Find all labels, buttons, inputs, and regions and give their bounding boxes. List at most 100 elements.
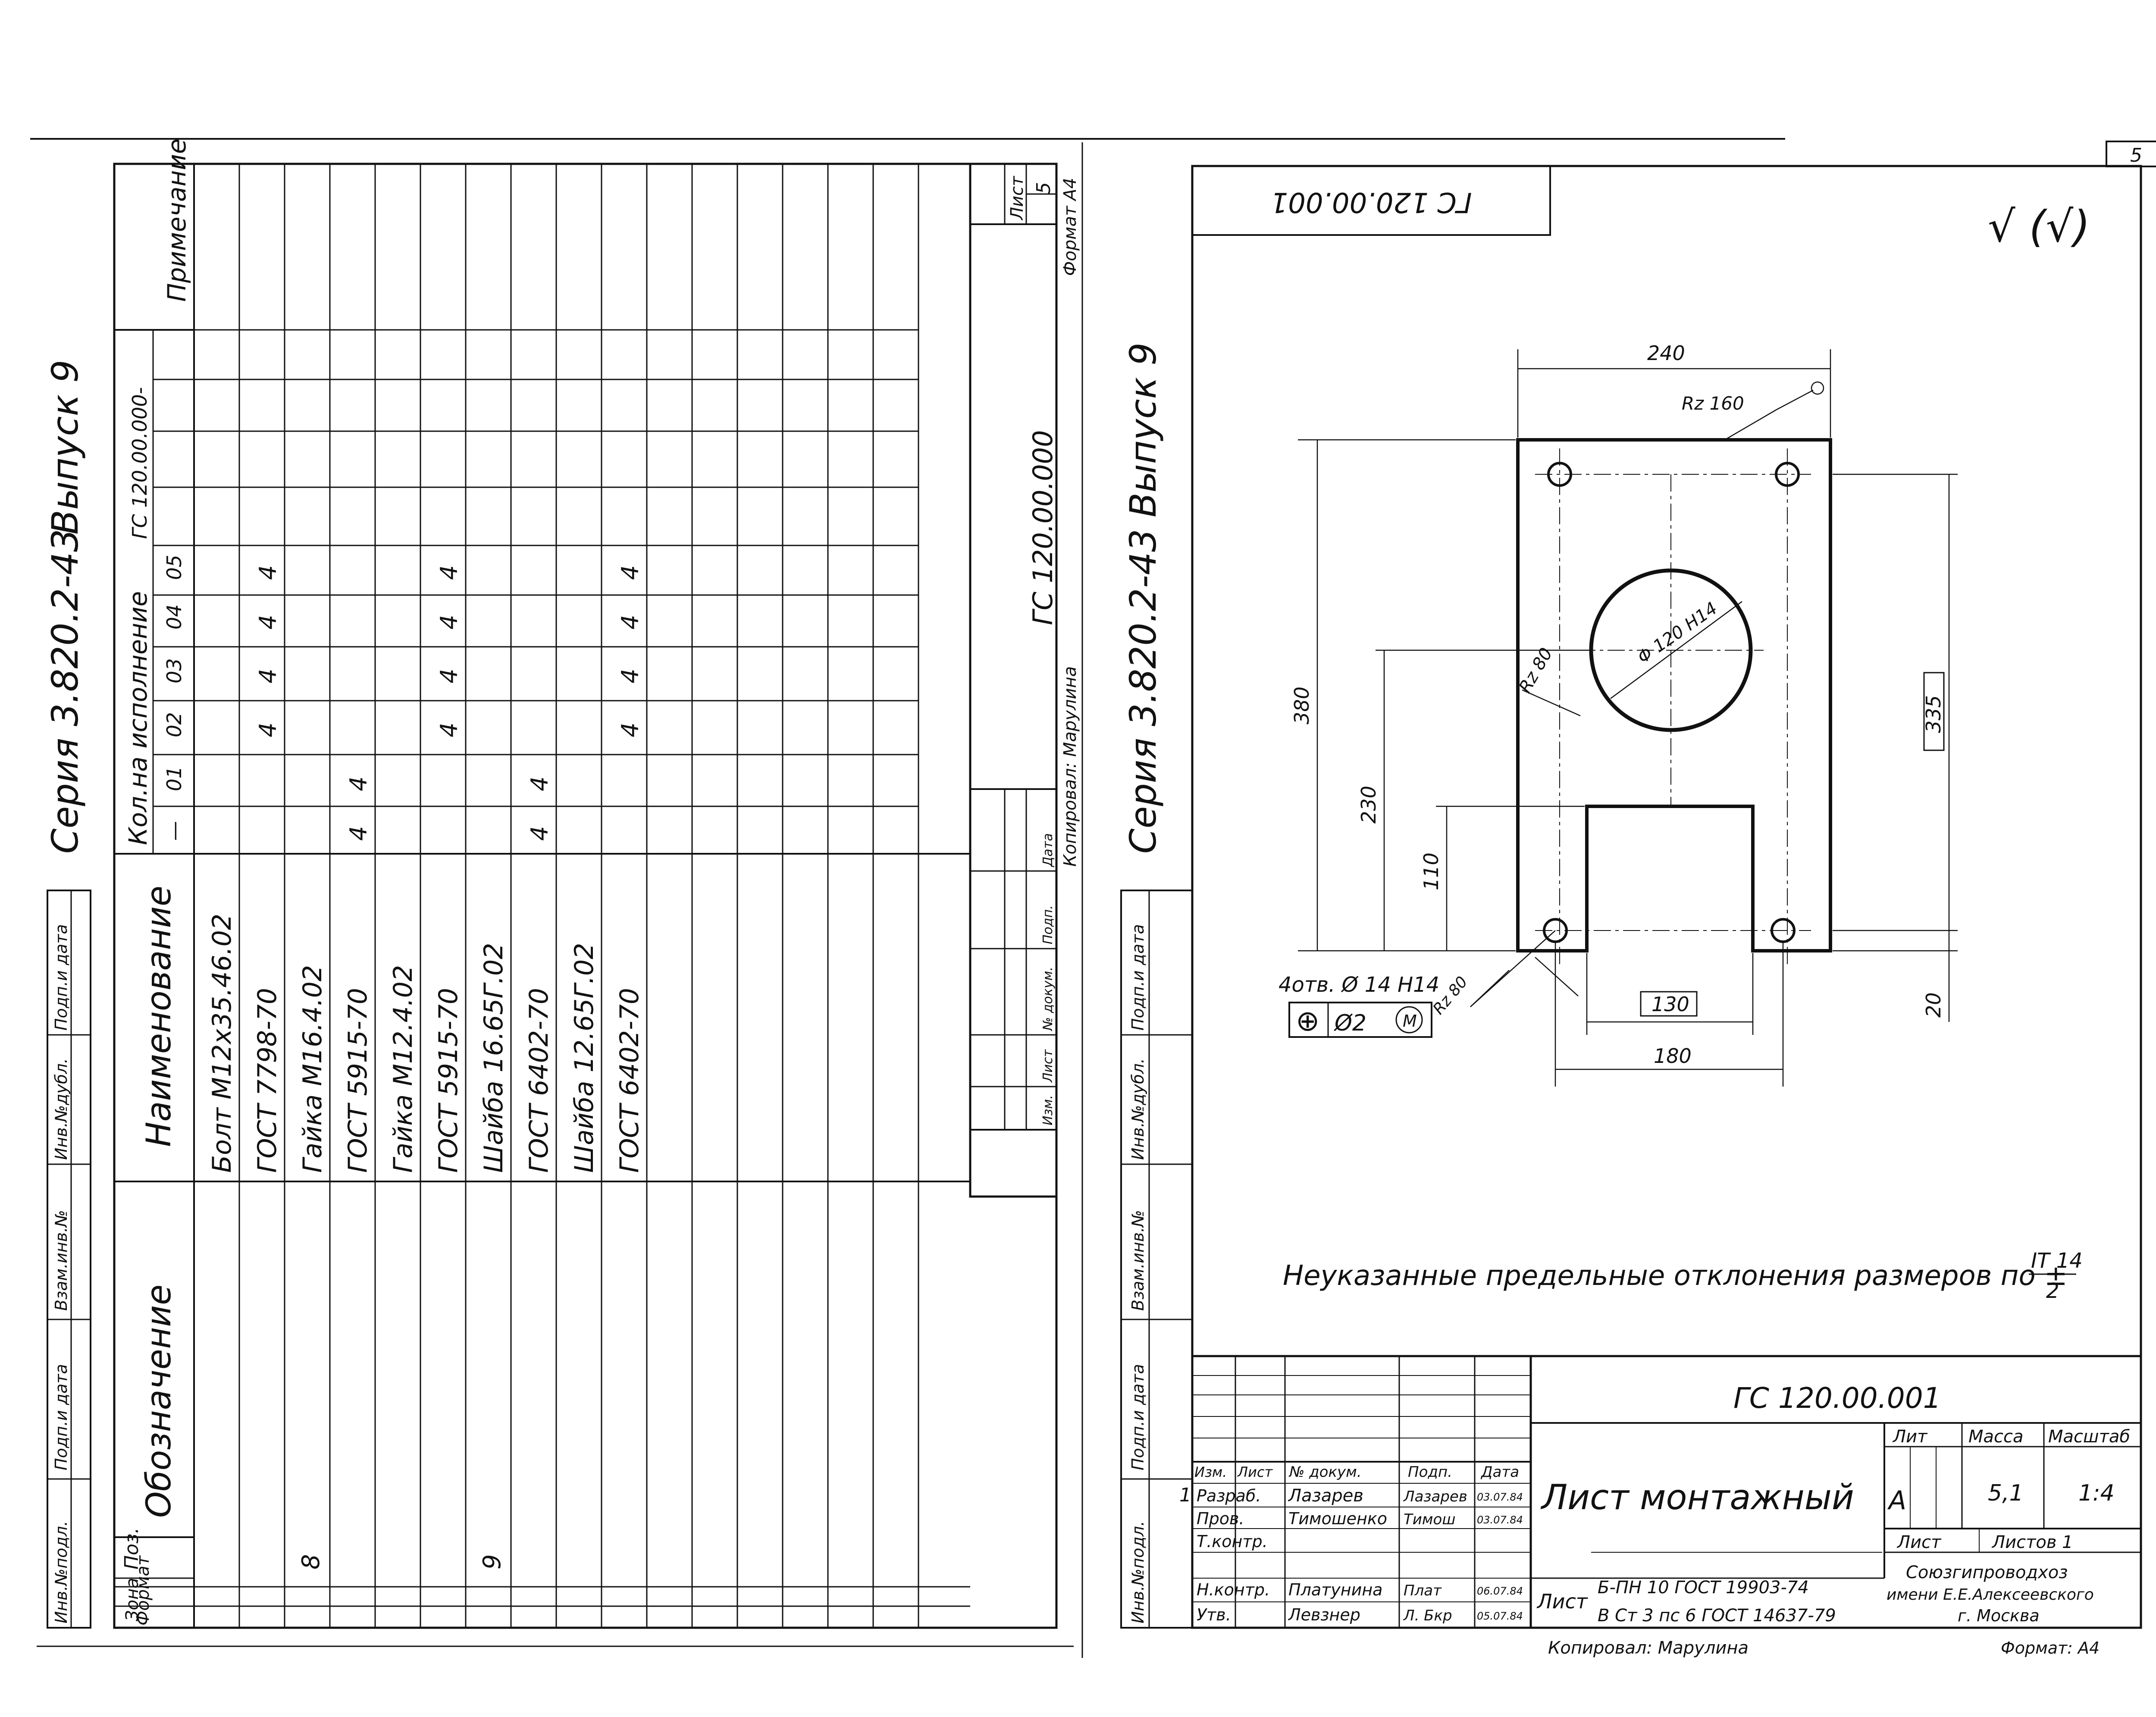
svg-text:Лит: Лит <box>1892 1427 1928 1447</box>
part-outline <box>1516 438 1832 966</box>
svg-text:Подп.: Подп. <box>1040 905 1056 944</box>
hdr-format: Формат <box>133 1555 153 1626</box>
tolerance-fraction: IT 14 2 <box>2029 1249 2083 1303</box>
left-sheet: Серия 3.820.2-43 Выпуск 9 Инв.№подл. Под… <box>44 138 1080 1629</box>
svg-text:Инв.№дубл.: Инв.№дубл. <box>52 1058 71 1160</box>
svg-text:Союзгипроводхоз: Союзгипроводхоз <box>1906 1563 2068 1582</box>
svg-text:M: M <box>1403 1012 1417 1031</box>
svg-text:Б-ПН 10 ГОСТ 19903-74: Б-ПН 10 ГОСТ 19903-74 <box>1598 1578 1809 1598</box>
row-name: Болт М12х35.46.02 <box>207 914 237 1173</box>
holes-note: 4отв. Ø 14 H14 <box>1279 973 1439 997</box>
svg-text:1: 1 <box>1179 1484 1191 1506</box>
svg-text:Инв.№подл.: Инв.№подл. <box>1128 1521 1147 1623</box>
row-name: Гайка М16.4.02 <box>298 965 328 1173</box>
svg-text:Лист: Лист <box>1536 1590 1588 1613</box>
svg-text:Подп.и дата: Подп.и дата <box>52 1364 71 1470</box>
dim-180: 180 <box>1654 1044 1692 1068</box>
title-text: Лист монтажный <box>1540 1477 1854 1517</box>
svg-text:Инв.№подл.: Инв.№подл. <box>52 1521 71 1623</box>
svg-text:Утв.: Утв. <box>1197 1605 1231 1624</box>
hdr-position: Поз. <box>121 1528 143 1570</box>
dimensions <box>1298 349 1958 1087</box>
svg-text:Изм.: Изм. <box>1194 1464 1227 1480</box>
svg-text:Масса: Масса <box>1968 1427 2024 1447</box>
dim-rz-hole: Rz 80 <box>1515 645 1557 696</box>
row-name: Шайба 16.65Г.02 <box>479 943 509 1173</box>
spec-frame <box>113 163 1058 1629</box>
right-frame <box>1191 165 2142 1629</box>
svg-text:05.07.84: 05.07.84 <box>1477 1610 1523 1622</box>
dim-240: 240 <box>1647 342 1685 365</box>
svg-text:⊕: ⊕ <box>1296 1004 1319 1037</box>
svg-text:Ø2: Ø2 <box>1334 1010 1366 1036</box>
svg-text:Взам.инв.№: Взам.инв.№ <box>52 1210 71 1311</box>
svg-text:№ докум.: № докум. <box>1288 1463 1362 1481</box>
svg-text:Подп.и дата: Подп.и дата <box>52 924 71 1031</box>
svg-text:5,1: 5,1 <box>1988 1480 2024 1506</box>
left-stamp: ГС 120.00.000 Лист 5 Изм. Лист № докум. … <box>969 163 1059 1198</box>
dim-hole-dia: Φ 120 H14 <box>1634 598 1721 668</box>
hdr-qty-base: ГС 120.00.000- <box>128 387 151 539</box>
hdr-designation: Обозначение <box>140 1285 179 1518</box>
row-name: ГОСТ 7798-70 <box>252 988 282 1173</box>
row-pos: 9 <box>478 1554 506 1570</box>
svg-text:4: 4 <box>254 615 282 630</box>
top-code-box: ГС 120.00.001 <box>1191 165 1551 236</box>
right-side-labels: Инв.№подл. Подп.и дата Взам.инв.№ Инв.№д… <box>1120 890 1193 1629</box>
right-format: Формат: А4 <box>2001 1639 2100 1657</box>
right-copied: Копировал: Марулина <box>1548 1638 1749 1658</box>
hdr-qty-group: Кол.на исполнение <box>123 591 153 845</box>
svg-text:Дата: Дата <box>1040 833 1056 868</box>
title-block: Изм. Лист № докум. Подп. Дата Разраб. Ла… <box>1179 1355 2142 1629</box>
dim-110: 110 <box>1420 852 1443 890</box>
sheet-number-box: 5 <box>2106 141 2156 167</box>
dim-rz-top: Rz 160 <box>1682 393 1744 414</box>
svg-text:01: 01 <box>163 766 186 791</box>
svg-text:4: 4 <box>526 826 553 841</box>
svg-text:4: 4 <box>436 669 463 683</box>
svg-text:5: 5 <box>2130 144 2142 166</box>
svg-text:04: 04 <box>163 604 186 630</box>
svg-text:4: 4 <box>617 669 644 683</box>
hdr-name: Наименование <box>140 886 179 1147</box>
row-name: ГОСТ 6402-70 <box>524 988 554 1173</box>
svg-text:1:4: 1:4 <box>2078 1480 2115 1506</box>
svg-text:Н.контр.: Н.контр. <box>1197 1580 1270 1599</box>
svg-text:Лазарев: Лазарев <box>1403 1488 1467 1505</box>
svg-text:Изм.: Изм. <box>1040 1095 1056 1125</box>
svg-text:Подп.и дата: Подп.и дата <box>1128 1364 1147 1470</box>
svg-text:ГС 120.00.001: ГС 120.00.001 <box>1270 186 1472 218</box>
dim-130: 130 <box>1640 991 1698 1017</box>
svg-text:Лист: Лист <box>1007 175 1027 221</box>
svg-text:Разраб.: Разраб. <box>1197 1486 1261 1505</box>
hdr-zone: Зона <box>122 1578 142 1621</box>
svg-text:Платунина: Платунина <box>1288 1580 1382 1599</box>
right-issue: Выпуск 9 <box>1122 342 1164 517</box>
svg-text:Т.контр.: Т.контр. <box>1197 1532 1268 1551</box>
row-name: ГОСТ 5915-70 <box>343 988 373 1173</box>
right-series-title: Серия 3.820.2-43 <box>1122 529 1164 854</box>
svg-text:4: 4 <box>254 723 282 737</box>
svg-text:4: 4 <box>254 565 282 580</box>
svg-text:03.07.84: 03.07.84 <box>1477 1514 1523 1526</box>
svg-text:имени Е.Е.Алексеевского: имени Е.Е.Алексеевского <box>1887 1586 2094 1604</box>
spec-rows: Болт М12х35.46.02 ГОСТ 7798-70 Гайка М16… <box>207 565 645 1570</box>
svg-text:4: 4 <box>617 723 644 737</box>
svg-text:4: 4 <box>436 615 463 630</box>
svg-text:02: 02 <box>163 712 186 737</box>
svg-text:4: 4 <box>526 777 553 791</box>
right-sheet: Серия 3.820.2-43 Выпуск 9 Инв.№подл. Под… <box>1120 165 2142 1658</box>
svg-text:4: 4 <box>254 669 282 683</box>
dim-20: 20 <box>1922 992 1945 1018</box>
svg-text:4: 4 <box>436 565 463 580</box>
tolerance-frame: ⊕ Ø2 M <box>1288 1002 1432 1038</box>
svg-text:4: 4 <box>345 777 372 791</box>
svg-text:Листов 1: Листов 1 <box>1991 1532 2073 1552</box>
svg-text:Лист: Лист <box>1237 1464 1273 1480</box>
svg-text:4: 4 <box>345 826 372 841</box>
svg-text:Плат: Плат <box>1404 1582 1442 1599</box>
dim-230: 230 <box>1357 786 1380 824</box>
row-pos: 8 <box>297 1554 325 1570</box>
left-series-title: Серия 3.820.2-43 <box>44 529 86 854</box>
